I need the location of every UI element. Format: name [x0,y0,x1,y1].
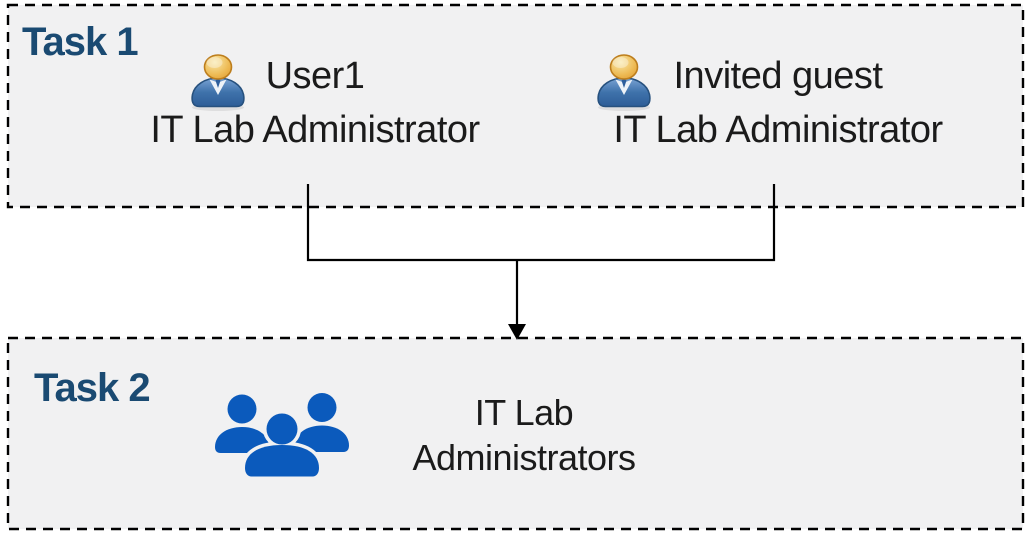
user-name: User1 [265,55,365,97]
task1-box [6,3,1025,209]
group-name: IT Lab Administrators [412,392,636,478]
user-name: Invited guest [673,55,883,97]
arrow-down-head-icon [508,324,526,340]
task2-label: Task 2 [34,366,151,410]
task2-box [6,336,1025,531]
user-role: IT Lab Administrator [150,109,480,151]
user-role: IT Lab Administrator [613,109,943,151]
task1-label: Task 1 [22,20,139,64]
merge-connector-line [306,184,776,262]
people-group-icon [215,393,349,480]
